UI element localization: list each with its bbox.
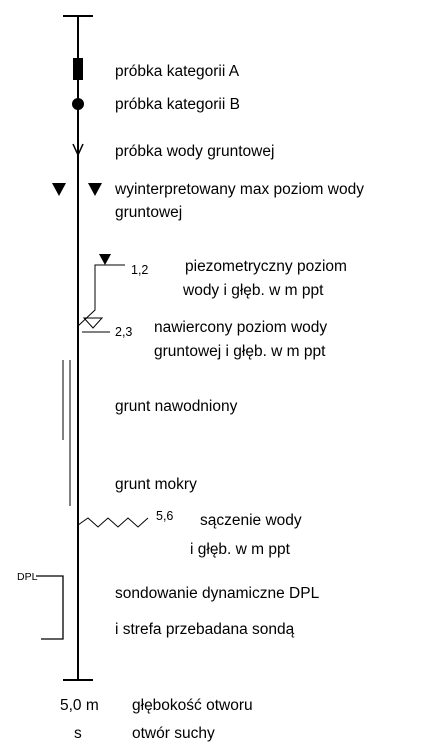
label-depth: głębokość otworu xyxy=(132,697,253,714)
label-sample-a: próbka kategorii A xyxy=(115,63,240,80)
interpreted-max-triangle-right xyxy=(88,183,102,196)
label-seepage-line1: sączenie wody xyxy=(200,512,302,529)
label-dpl-line1: sondowanie dynamiczne DPL xyxy=(115,585,320,602)
label-dpl-line2: i strefa przebadana sondą xyxy=(115,621,295,638)
label-piezometric-line2: wody i głęb. w m ppt xyxy=(183,282,324,299)
sample-a-symbol xyxy=(73,58,83,80)
label-dry: otwór suchy xyxy=(132,725,215,742)
piezometric-triangle xyxy=(99,254,111,265)
value-drilled: 2,3 xyxy=(115,325,133,339)
label-wet-soil: grunt mokry xyxy=(115,476,197,493)
dpl-tag: DPL xyxy=(17,571,38,583)
dpl-bracket xyxy=(36,575,64,640)
value-depth: 5,0 m xyxy=(60,697,99,714)
label-saturated-soil: grunt nawodniony xyxy=(115,398,238,415)
value-piezometric: 1,2 xyxy=(131,263,149,277)
label-sample-b: próbka kategorii B xyxy=(115,96,240,113)
groundwater-sample-symbol xyxy=(72,143,84,157)
value-seepage: 5,6 xyxy=(156,509,174,523)
label-groundwater-sample: próbka wody gruntowej xyxy=(115,143,275,160)
label-interpreted-max-line2: gruntowej xyxy=(115,204,183,221)
label-drilled-line1: nawiercony poziom wody xyxy=(154,319,328,336)
interpreted-max-triangle-left xyxy=(52,183,66,196)
label-interpreted-max-line1: wyinterpretowany max poziom wody xyxy=(115,181,364,198)
drilled-triangle xyxy=(82,317,104,329)
label-seepage-line2: i głęb. w m ppt xyxy=(190,541,290,558)
sample-b-symbol xyxy=(72,98,84,110)
label-drilled-line2: gruntowej i głęb. w m ppt xyxy=(154,343,326,360)
piezometric-bracket xyxy=(77,264,125,327)
seepage-symbol xyxy=(77,517,149,528)
symbol-dry: s xyxy=(74,725,82,742)
label-piezometric-line1: piezometryczny poziom xyxy=(185,258,347,275)
